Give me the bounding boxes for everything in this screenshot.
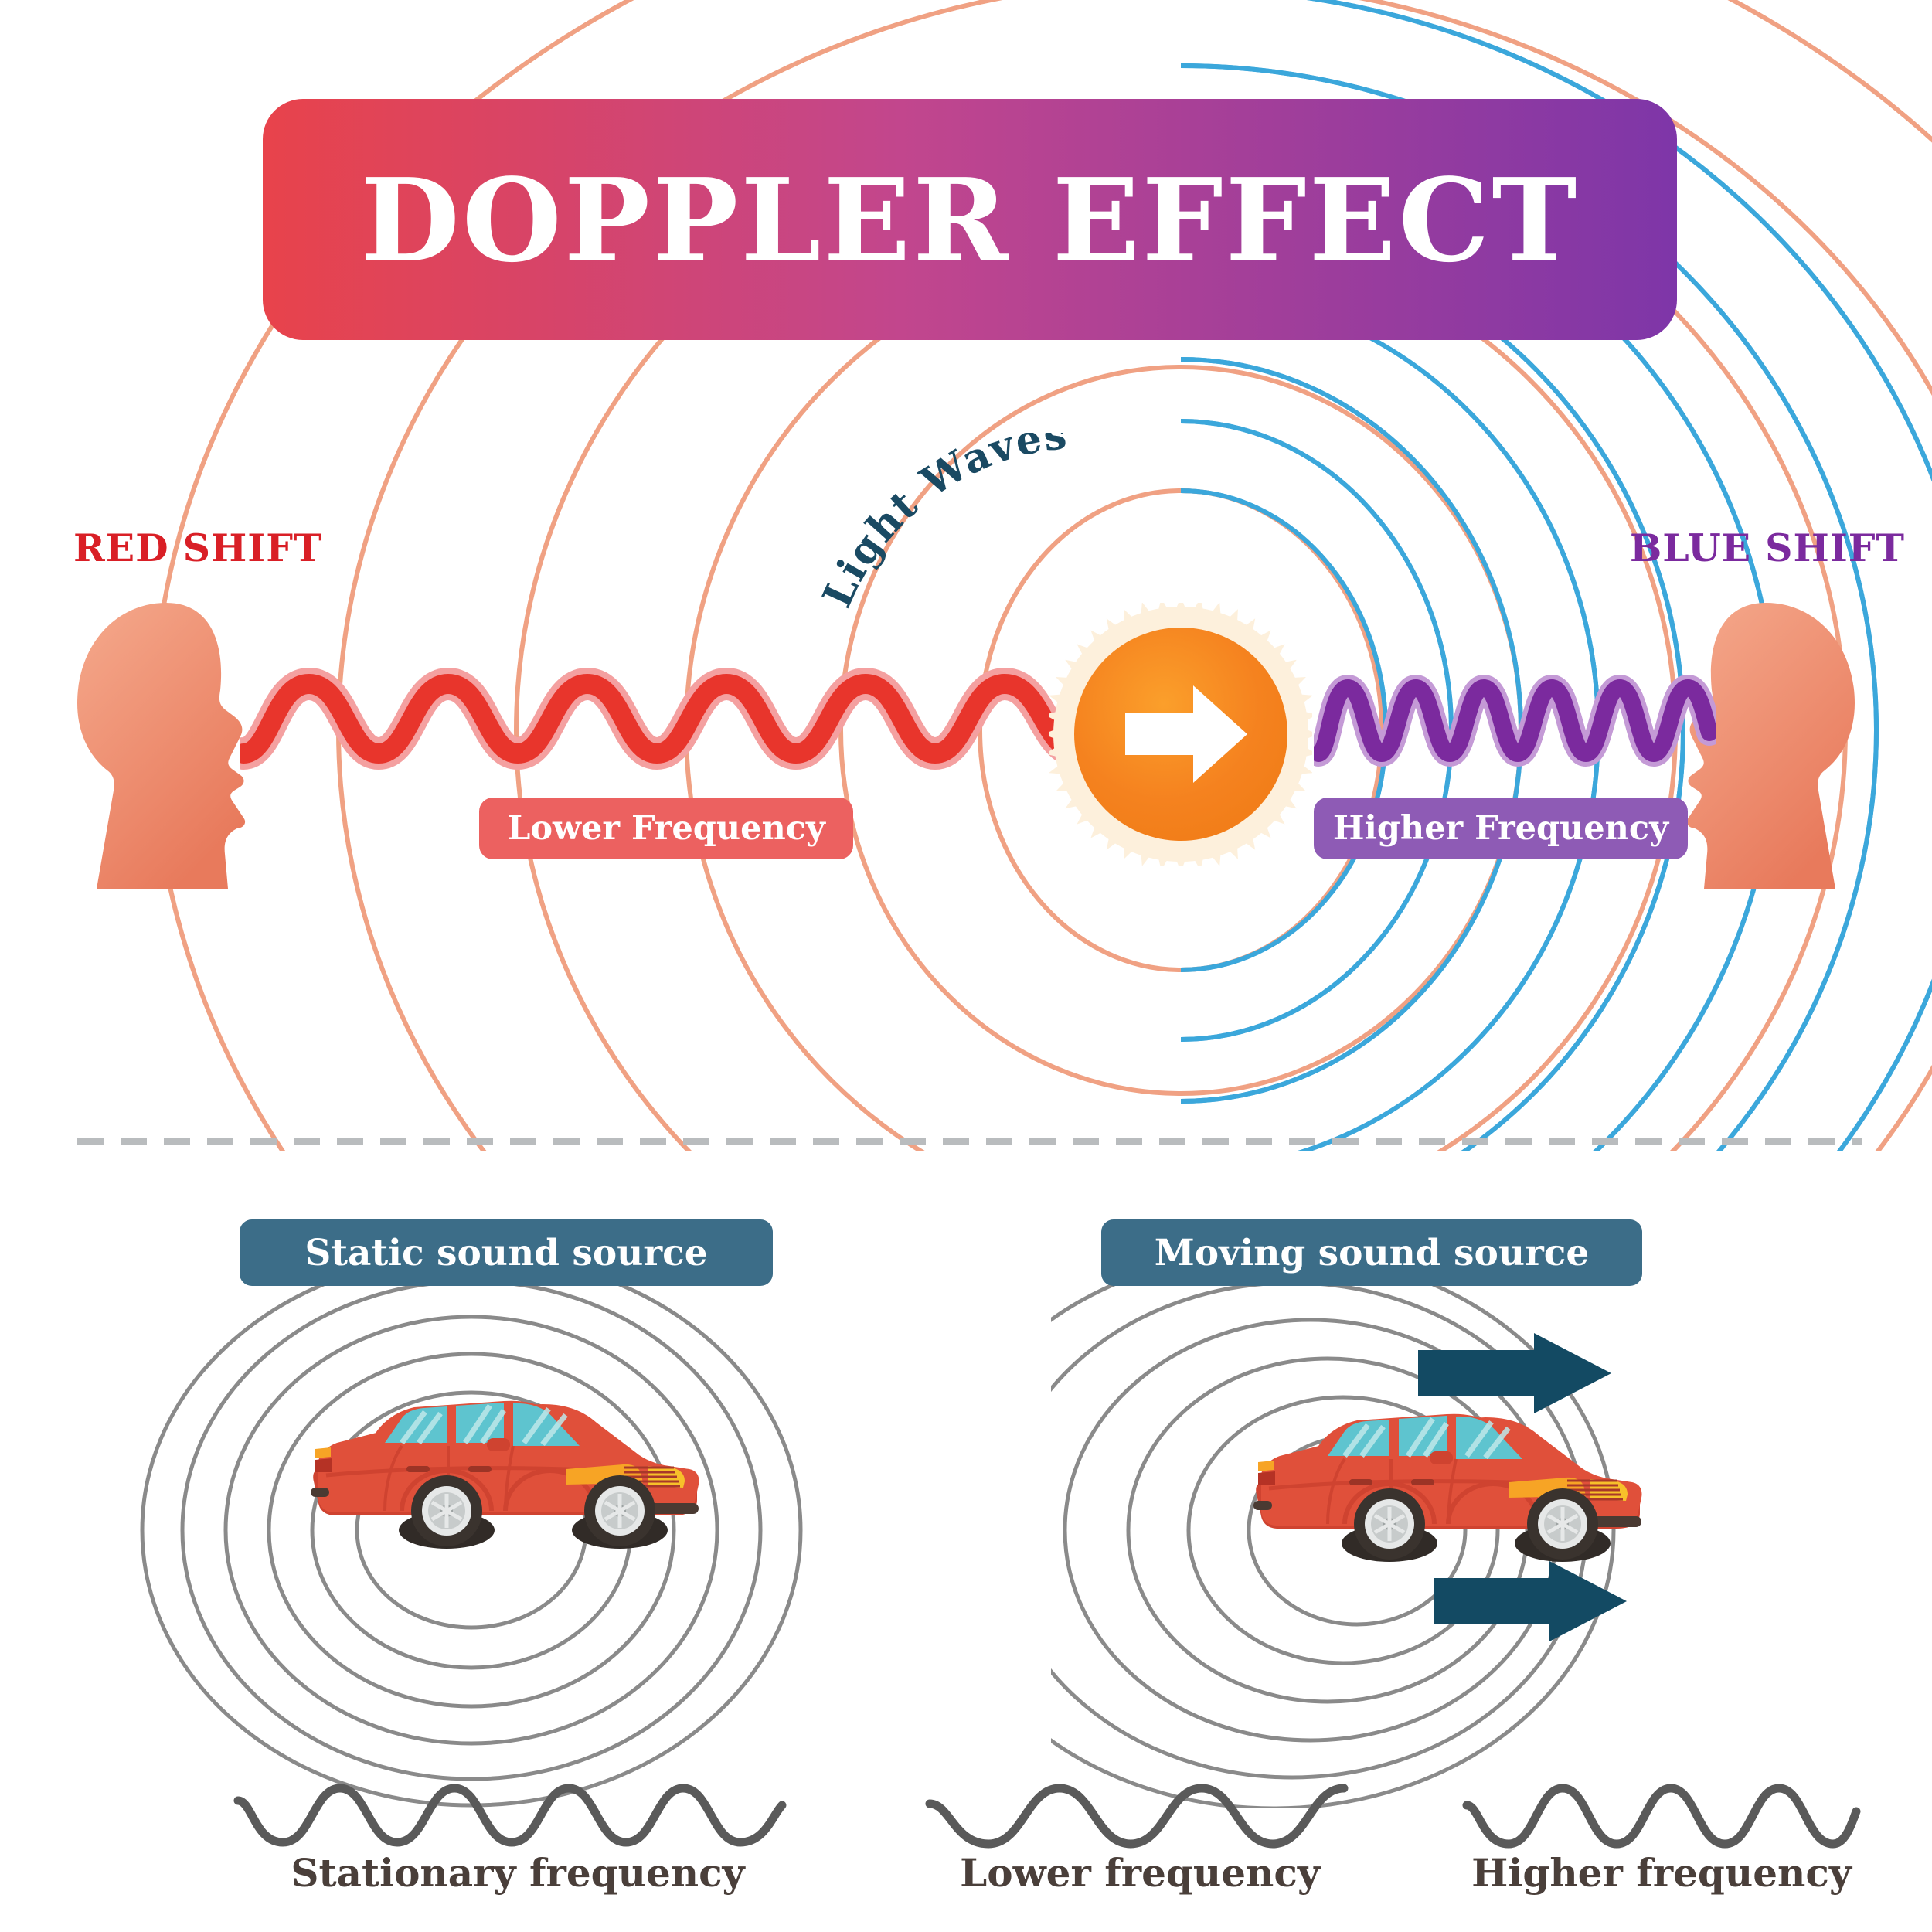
moving-lower-frequency-caption-text: Lower frequency — [960, 1850, 1320, 1896]
title-banner — [263, 99, 1677, 340]
light-waves-arc-label: Light Waves — [814, 433, 1070, 614]
red-shift-label-text: RED SHIFT — [73, 526, 323, 570]
svg-text:Light Waves: Light Waves — [814, 433, 1070, 614]
blue-shift-label-text: BLUE SHIFT — [1629, 526, 1905, 570]
left-head-silhouette — [77, 603, 246, 889]
light-waves-text: Light Waves — [814, 433, 1069, 614]
stationary-frequency-caption-text: Stationary frequency — [291, 1850, 745, 1896]
moving-lower-frequency-wave — [925, 1784, 1349, 1849]
motion-arrow-top — [1418, 1333, 1611, 1413]
wheel-rear — [1354, 1488, 1425, 1560]
purple-wave-high-frequency — [1314, 674, 1716, 767]
moving-lower-frequency-caption: Lower frequency — [916, 1850, 1364, 1896]
moving-higher-frequency-wave — [1462, 1784, 1861, 1849]
page-title: DOPPLER EFFECT — [263, 116, 1677, 325]
lower-frequency-badge-text: Lower Frequency — [507, 809, 825, 848]
moving-sound-source-badge[interactable]: Moving sound source — [1101, 1219, 1642, 1286]
right-head-silhouette — [1686, 603, 1855, 889]
moving-higher-frequency-caption-text: Higher frequency — [1471, 1850, 1852, 1896]
car-illustration — [311, 1400, 699, 1549]
sun-corona — [1049, 603, 1312, 866]
section-divider — [77, 1138, 1862, 1145]
motion-arrow-bottom — [1434, 1561, 1627, 1641]
red-wave-low-frequency — [240, 667, 1089, 770]
higher-frequency-badge[interactable]: Higher Frequency — [1314, 798, 1688, 859]
stationary-frequency-wave — [233, 1784, 787, 1847]
sun-light-source — [1049, 603, 1312, 866]
wheel-rear — [411, 1475, 482, 1546]
stationary-frequency-caption: Stationary frequency — [139, 1850, 896, 1896]
sun-direction-arrow — [1125, 685, 1247, 783]
wheel-front — [584, 1475, 655, 1546]
static-source-rings — [140, 1253, 803, 1808]
red-shift-label: RED SHIFT — [73, 526, 322, 570]
lower-frequency-badge[interactable]: Lower Frequency — [479, 798, 853, 859]
static-sound-source-badge[interactable]: Static sound source — [240, 1219, 773, 1286]
car-moving — [1253, 1413, 1642, 1562]
moving-higher-frequency-caption: Higher frequency — [1437, 1850, 1886, 1896]
car-static — [311, 1400, 699, 1549]
moving-sound-source-badge-text: Moving sound source — [1154, 1231, 1590, 1274]
higher-frequency-badge-text: Higher Frequency — [1332, 809, 1669, 848]
car-illustration — [1253, 1413, 1642, 1562]
wheel-front — [1527, 1488, 1598, 1560]
static-sound-source-badge-text: Static sound source — [304, 1231, 708, 1274]
page-title-text: DOPPLER EFFECT — [360, 153, 1580, 287]
blue-shift-label: BLUE SHIFT — [1630, 526, 1905, 570]
